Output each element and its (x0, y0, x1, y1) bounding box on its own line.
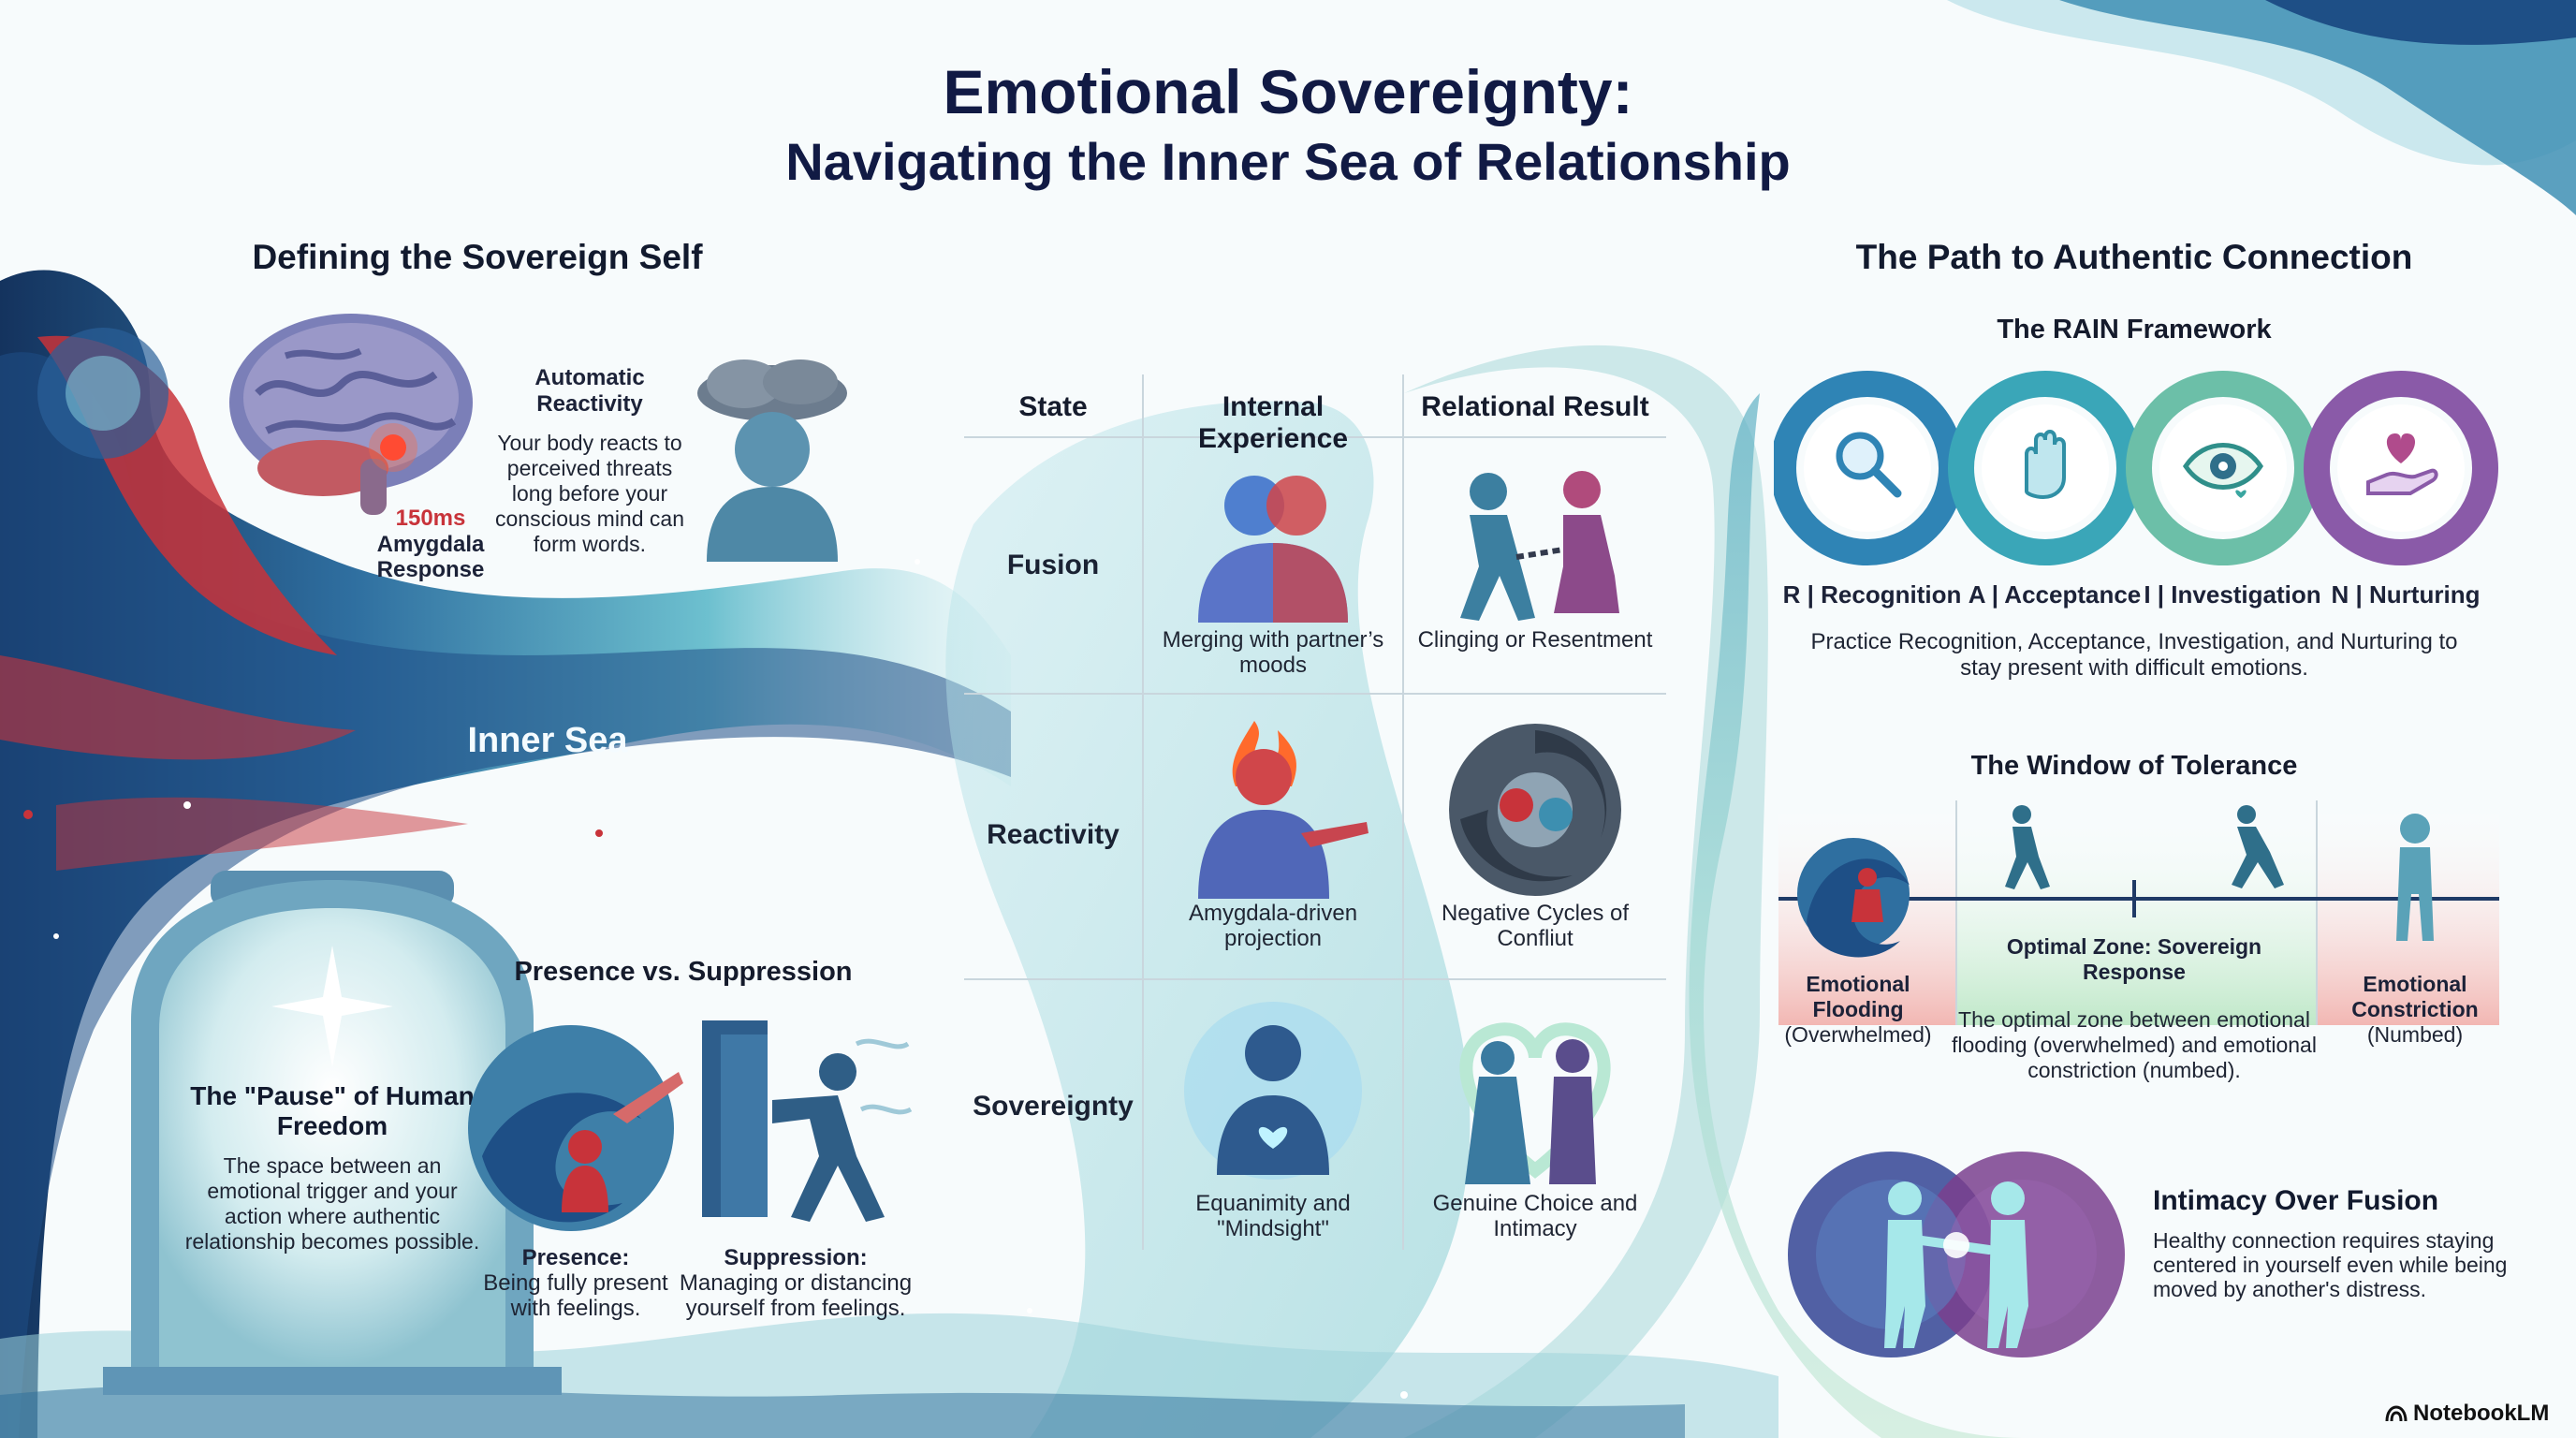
brand-watermark: NotebookLM (2385, 1401, 2549, 1427)
vortex-icon (1449, 724, 1621, 896)
window-heading: The Window of Tolerance (1970, 751, 2298, 781)
flooding-title: Emotional Flooding (1806, 972, 1910, 1021)
presence-vs-heading: Presence vs. Suppression (514, 957, 853, 987)
optimal-zone-text: The optimal zone between emotional flood… (1952, 1007, 2317, 1082)
table-row-internal: Amygdala-driven projection (1188, 901, 1358, 951)
table-header-internal: Internal Experience (1197, 391, 1349, 454)
rain-investigation: I | Investigation (2144, 580, 2321, 609)
table-row-result: Genuine Choice and Intimacy (1432, 1191, 1638, 1241)
angry-person-icon (1198, 721, 1368, 899)
page-subtitle: Navigating the Inner Sea of Relationship (785, 132, 1791, 191)
eye-icon (2182, 443, 2264, 498)
table-row-result: Negative Cycles of Confliut (1441, 901, 1630, 951)
table-row-internal: Equanimity and "Mindsight" (1195, 1191, 1351, 1241)
notebooklm-logo-icon (2385, 1405, 2408, 1422)
intimacy-text: Healthy connection requires staying cent… (2153, 1228, 2508, 1301)
page-title: Emotional Sovereignty: (943, 57, 1633, 126)
rain-heading: The RAIN Framework (1997, 315, 2272, 345)
constriction-sub: (Numbed) (2366, 1022, 2464, 1047)
pause-arch (103, 871, 562, 1395)
rain-acceptance: A | Acceptance (1968, 580, 2142, 609)
suppression-icon (702, 1020, 913, 1222)
table-header-result: Relational Result (1421, 391, 1649, 422)
table-row-state: Sovereignty (973, 1091, 1134, 1122)
intimacy-title: Intimacy Over Fusion (2153, 1185, 2439, 1216)
right-section-heading: The Path to Authentic Connection (1855, 238, 2413, 276)
presence-icon (468, 1025, 683, 1231)
constriction-title: Emotional Constriction (2351, 972, 2479, 1021)
amygdala-ms: 150ms (395, 506, 466, 531)
suppression-label: Suppression: (724, 1245, 868, 1270)
stressed-person-icon (697, 360, 847, 562)
rain-recognition: R | Recognition (1782, 580, 1962, 609)
window-of-tolerance-diagram (1778, 800, 2499, 1025)
rain-framework (1774, 371, 2498, 565)
calm-person-icon (1184, 1002, 1362, 1180)
hand-icon (2025, 430, 2066, 500)
clinging-icon (1460, 471, 1619, 621)
pause-text: The space between an emotional trigger a… (184, 1153, 480, 1254)
table-row-state: Fusion (1006, 550, 1100, 580)
table-row-internal: Merging with partner’s moods (1162, 627, 1384, 678)
intimacy-icon (1788, 1152, 2125, 1357)
amygdala-label: Amygdala Response (376, 532, 485, 582)
couple-heart-icon (1459, 1022, 1611, 1184)
rain-text: Practice Recognition, Acceptance, Invest… (1810, 629, 2458, 681)
left-section-heading: Defining the Sovereign Self (252, 238, 703, 276)
reactivity-title: Automatic Reactivity (534, 365, 645, 417)
inner-sea-label: Inner Sea (467, 721, 628, 760)
presence-label: Presence: (521, 1245, 630, 1270)
flooding-sub: (Overwhelmed) (1784, 1022, 1932, 1047)
pause-title: The "Pause" of Human Freedom (190, 1081, 475, 1140)
presence-text: Being fully present with feelings. (483, 1270, 668, 1321)
table-row-state: Reactivity (987, 819, 1120, 850)
brain-icon (229, 314, 473, 515)
table-header-state: State (1018, 391, 1088, 422)
table-row-result: Clinging or Resentment (1417, 627, 1653, 653)
suppression-text: Managing or distancing yourself from fee… (679, 1270, 913, 1321)
merging-icon (1198, 476, 1348, 623)
magnifier-icon (1836, 432, 1902, 498)
optimal-zone-title: Optimal Zone: Sovereign Response (2006, 934, 2262, 984)
state-table: State Internal Experience Relational Res… (964, 374, 1666, 1255)
rain-nurturing: N | Nurturing (2331, 580, 2481, 609)
heart-hand-icon (2366, 433, 2438, 495)
reactivity-text: Your body reacts to perceived threats lo… (495, 431, 684, 556)
brand-name: NotebookLM (2413, 1401, 2550, 1426)
